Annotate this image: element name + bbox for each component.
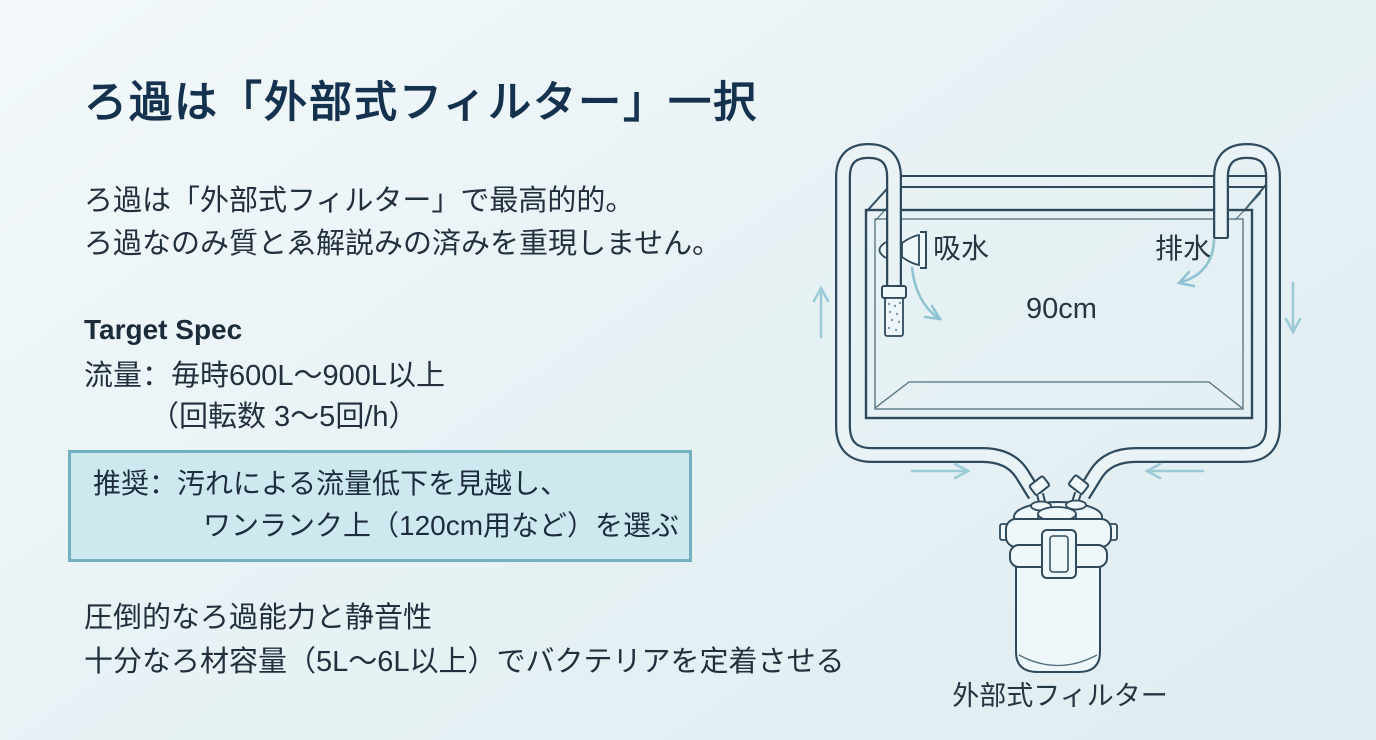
filter-setup-diagram: 吸水 排水 90cm 外部式フィルター [812, 142, 1302, 711]
spec-turnover-rate: （回転数 3〜5回/h） [150, 401, 418, 433]
slide-title: ろ過は「外部式フィルター」一択 [84, 79, 759, 127]
benefits-block: 圧倒的なろ過能力と静音性 十分なろ材容量（5L〜6L以上）でバクテリアを定着させ… [84, 596, 845, 684]
canister-filter [999, 474, 1118, 673]
target-spec-heading: Target Spec [84, 314, 243, 345]
outlet-label: 排水 [1155, 233, 1211, 264]
tank-size-label: 90cm [1026, 293, 1097, 325]
recommendation-callout: 推奨：汚れによる流量低下を見越し、 ワンランク上（120cm用など）を選ぶ [68, 450, 692, 562]
intake-hose [835, 142, 1042, 500]
intro-line-2: ろ過なのみ質とゑ解説みの済みを重現しません。 [84, 228, 722, 260]
recommendation-line-1: 推奨：汚れによる流量低下を見越し、 [93, 468, 569, 499]
aquarium-tank [864, 175, 1271, 420]
intake-label: 吸水 [933, 233, 989, 264]
recommendation-line-2: ワンランク上（120cm用など）を選ぶ [203, 510, 680, 541]
filter-label: 外部式フィルター [952, 681, 1167, 711]
strainer-dots [887, 301, 902, 332]
suction-cup [878, 231, 927, 269]
benefit-line-2: 十分なろ材容量（5L〜6L以上）でバクテリアを定着させる [84, 646, 845, 678]
intro-paragraph: ろ過は「外部式フィルター」で最高的的。 ろ過なのみ質とゑ解説みの済みを重現しませ… [84, 180, 721, 266]
outlet-hose [1076, 142, 1281, 500]
intake-tap [1028, 475, 1050, 496]
intake-strainer [881, 285, 907, 337]
spec-flow-rate: 流量：毎時600L〜900L以上 [84, 360, 446, 392]
flow-arrows [812, 238, 1302, 480]
benefit-line-1: 圧倒的なろ過能力と静音性 [84, 602, 433, 634]
outlet-tap [1068, 474, 1090, 495]
intro-line-1: ろ過は「外部式フィルター」で最高的的。 [84, 185, 635, 217]
